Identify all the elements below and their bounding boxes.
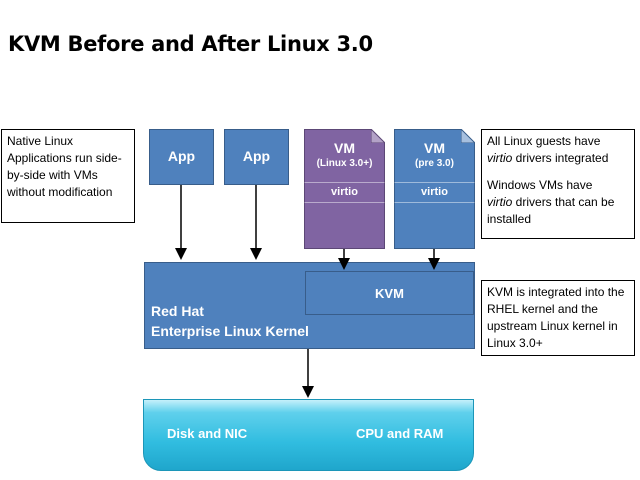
app-label: App xyxy=(242,148,271,164)
cpu-ram-label: CPU and RAM xyxy=(356,426,444,441)
kernel-label: Red Hat Enterprise Linux Kernel xyxy=(151,301,309,341)
vm-title: VM xyxy=(424,140,445,156)
kernel-label-line2: Enterprise Linux Kernel xyxy=(151,323,309,339)
kernel-label-line1: Red Hat xyxy=(151,303,204,319)
vm-box-linux-3: VM (Linux 3.0+) virtio xyxy=(304,129,385,249)
native-apps-note-text: Native Linux Applications run side-by-si… xyxy=(7,134,122,199)
virtio-driver-label: virtio xyxy=(394,182,475,203)
app-label: App xyxy=(167,148,196,164)
vm-box-pre-3: VM (pre 3.0) virtio xyxy=(394,129,475,249)
kvm-module-box: KVM xyxy=(305,271,474,315)
vm-title: VM xyxy=(334,140,355,156)
vm-fold-corner xyxy=(371,129,385,143)
virtio-driver-label: virtio xyxy=(304,182,385,203)
app-box-2: App xyxy=(224,129,289,185)
kvm-integration-note: KVM is integrated into the RHEL kernel a… xyxy=(481,280,635,356)
native-apps-note: Native Linux Applications run side-by-si… xyxy=(1,129,135,223)
page-title: KVM Before and After Linux 3.0 xyxy=(8,32,373,56)
kvm-integration-text: KVM is integrated into the RHEL kernel a… xyxy=(487,285,625,350)
app-box-1: App xyxy=(149,129,214,185)
disk-nic-label: Disk and NIC xyxy=(167,426,248,441)
vm-subtitle: (pre 3.0) xyxy=(415,158,454,169)
hardware-box: Disk and NIC CPU and RAM xyxy=(143,399,474,471)
vm-subtitle: (Linux 3.0+) xyxy=(316,158,373,169)
vm-fold-corner xyxy=(461,129,475,143)
kvm-label: KVM xyxy=(375,286,404,301)
